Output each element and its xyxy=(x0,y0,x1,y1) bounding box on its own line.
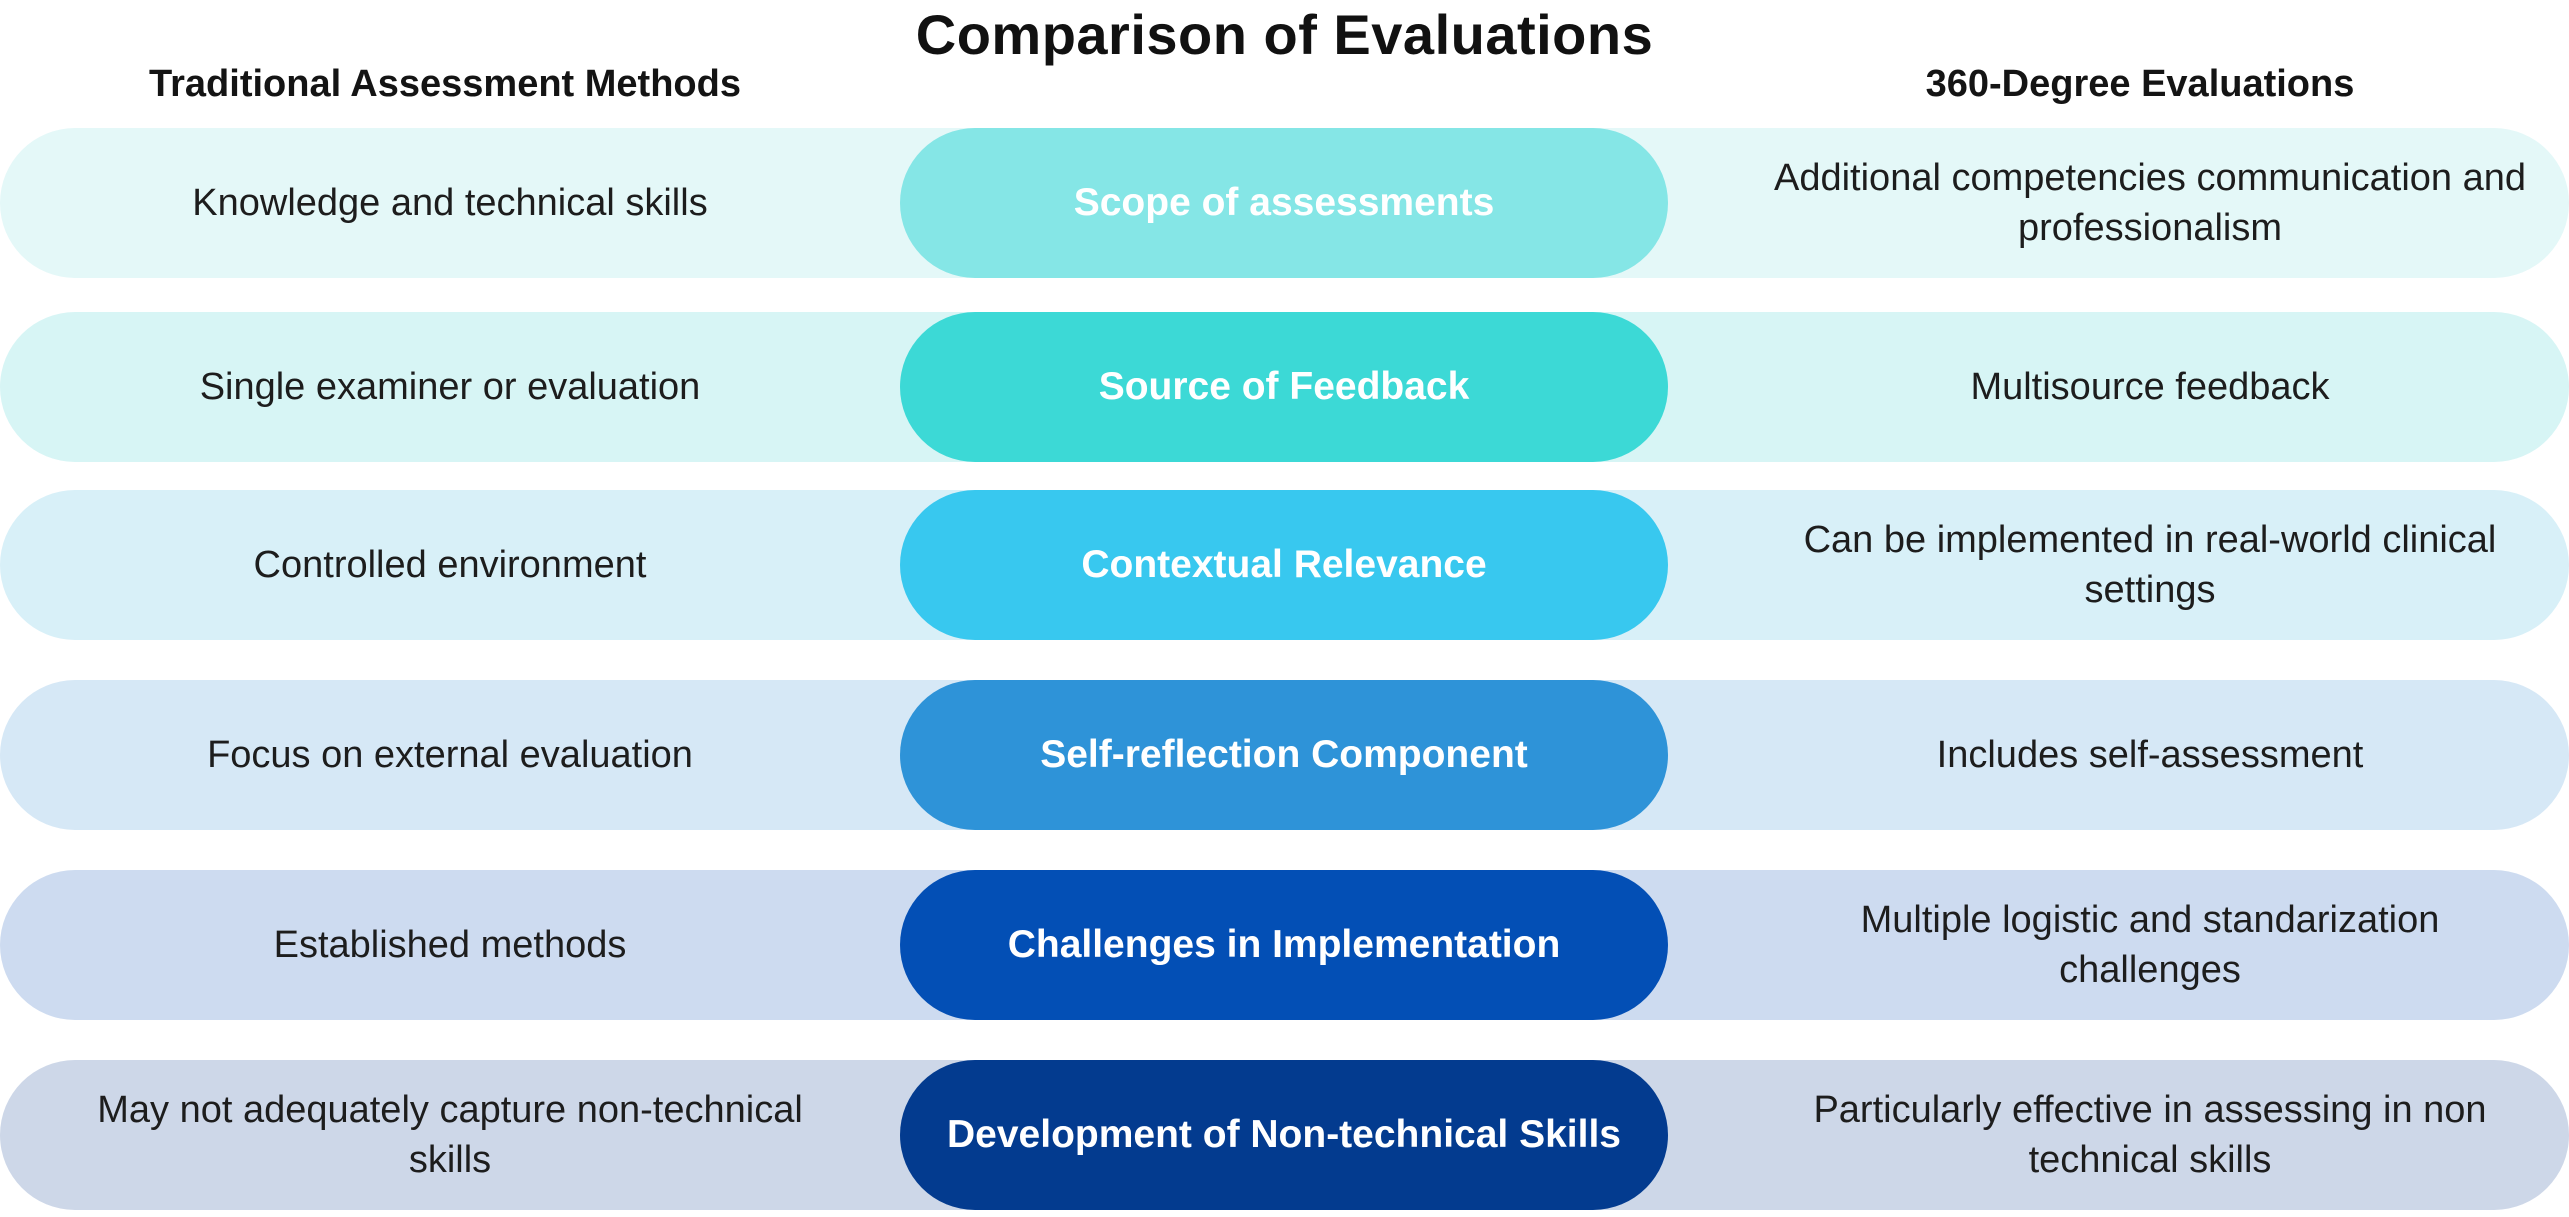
traditional-cell: May not adequately capture non-technical… xyxy=(97,1089,803,1181)
traditional-cell: Established methods xyxy=(273,924,627,966)
traditional-cell: Single examiner or evaluation xyxy=(199,366,701,408)
header-360-degree: 360-Degree Evaluations xyxy=(1925,63,2355,105)
evaluation360-cell: Can be implemented in real-world clinica… xyxy=(1803,519,2497,611)
evaluation360-cell: Particularly effective in assessing in n… xyxy=(1813,1089,2487,1181)
criterion-pill: Source of Feedback xyxy=(900,312,1668,462)
criterion-pill: Development of Non-technical Skills xyxy=(900,1060,1668,1210)
traditional-cell: Focus on external evaluation xyxy=(207,734,693,776)
evaluation360-cell: Includes self-assessment xyxy=(1936,734,2364,776)
evaluation360-cell: Multisource feedback xyxy=(1970,366,2330,408)
criterion-pill: Scope of assessments xyxy=(900,128,1668,278)
traditional-cell: Controlled environment xyxy=(253,544,647,586)
evaluation360-cell: Multiple logistic and standarization cha… xyxy=(1860,899,2440,991)
criterion-pill: Challenges in Implementation xyxy=(900,870,1668,1020)
criterion-pill: Contextual Relevance xyxy=(900,490,1668,640)
header-traditional: Traditional Assessment Methods xyxy=(149,63,741,105)
diagram-title: Comparison of Evaluations xyxy=(915,3,1654,66)
criterion-pill: Self-reflection Component xyxy=(900,680,1668,830)
evaluation360-cell: Additional competencies communication an… xyxy=(1774,157,2526,249)
traditional-cell: Knowledge and technical skills xyxy=(192,182,708,224)
